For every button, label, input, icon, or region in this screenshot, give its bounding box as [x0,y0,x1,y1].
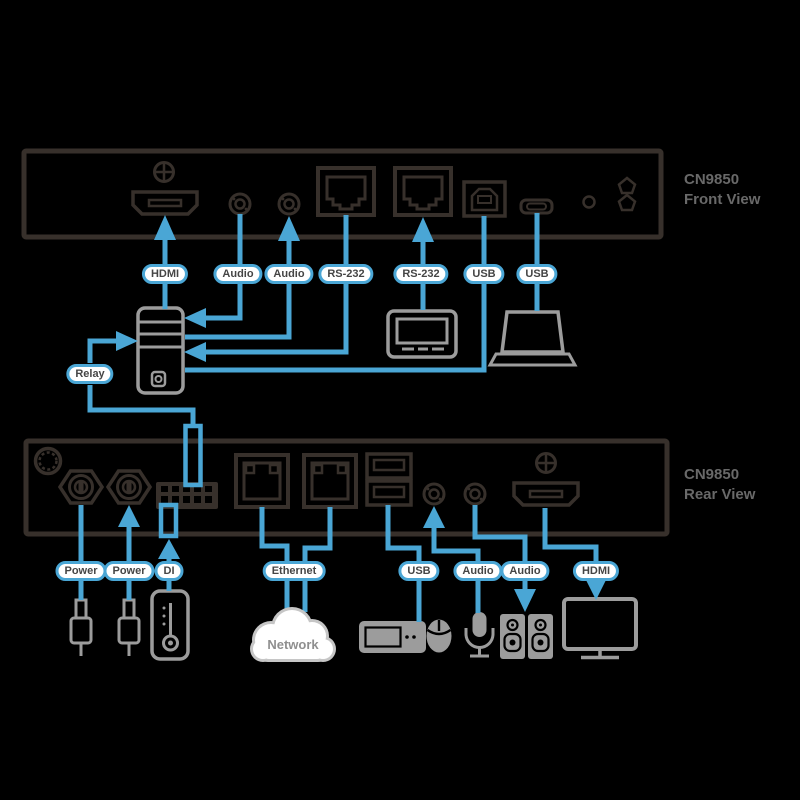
terminal-plug-icon [183,423,203,488]
label-power2: Power [103,561,155,581]
label-usb-rear: USB [398,561,440,581]
audio-connection-line [423,506,481,613]
relay-connection-line [87,331,203,488]
rj45-port-icon [316,166,376,217]
screw-icon [153,161,175,183]
hdmi-port-icon [131,190,199,216]
usb-connection-line [385,505,422,622]
power-connection-line [118,505,140,600]
front-panel-model: CN9850 [684,171,740,188]
front-panel-view: Front View [684,191,761,208]
led-indicator-icon [582,195,596,209]
laptop-icon [487,310,578,367]
label-hdmi-front: HDMI [141,264,189,284]
rear-panel-view: Rear View [684,486,756,503]
speakers-icon [500,614,553,659]
pushbutton-icon [617,193,637,212]
mini-usb-port-icon [519,198,554,215]
power-plug-icon [69,598,93,656]
terminal-plug-icon [158,502,179,539]
screw-icon [535,452,557,474]
pushbutton-icon [617,176,637,195]
di-sensor-icon [150,589,190,661]
label-audio1-front: Audio [213,264,263,284]
grounding-screw-icon [33,446,63,476]
front-panel-title: CN9850 Front View [684,170,760,210]
hdmi-connection-line [154,215,176,309]
rear-panel-model: CN9850 [684,466,740,483]
label-rs232-2: RS-232 [393,264,449,284]
mouse-icon [426,619,452,653]
arrow-left-icon [184,308,206,328]
label-relay: Relay [66,364,114,384]
audio-connection-line [472,505,536,612]
audio-jack-icon [463,482,487,506]
monitor-icon [562,597,638,660]
keyboard-icon [359,621,426,653]
audio-jack-icon [277,192,301,216]
network-cloud-icon [250,607,336,662]
rear-panel-title: CN9850 Rear View [684,465,755,505]
audio-connection-line [206,214,243,321]
label-usb2-front: USB [516,264,558,284]
label-hdmi-rear: HDMI [572,561,620,581]
ethernet-connection-line [259,507,290,612]
label-ethernet: Ethernet [262,561,326,581]
label-power1: Power [55,561,107,581]
label-audio2-rear: Audio [500,561,550,581]
serial-console-icon [386,309,458,359]
microphone-icon [464,612,495,658]
terminal-block-icon [156,482,218,509]
rear-panel-box [23,438,670,537]
computer-tower-icon [136,306,185,395]
label-audio1-rear: Audio [453,561,503,581]
rear-panel [23,438,670,537]
label-usb1-front: USB [463,264,505,284]
ethernet-connection-line [302,507,333,612]
usb-b-port-icon [462,180,507,218]
ethernet-port-icon [302,453,358,509]
hdmi-port-icon [512,481,580,507]
label-audio2-front: Audio [264,264,314,284]
audio-jack-icon [422,482,446,506]
power-jack-icon [105,469,153,505]
rs232-connection-line [206,215,349,355]
label-di: DI [154,561,184,581]
power-jack-icon [57,469,105,505]
label-rs232-1: RS-232 [318,264,374,284]
network-label: Network [267,637,319,652]
ethernet-port-icon [234,453,290,509]
audio-jack-icon [228,192,252,216]
front-panel-box [21,148,664,240]
rj45-port-icon [393,166,453,217]
front-panel [21,148,664,240]
arrow-left-icon [184,342,206,362]
power-plug-icon [117,598,141,656]
hdmi-connection-line [542,508,607,600]
usb-a-port-icon [365,452,413,507]
